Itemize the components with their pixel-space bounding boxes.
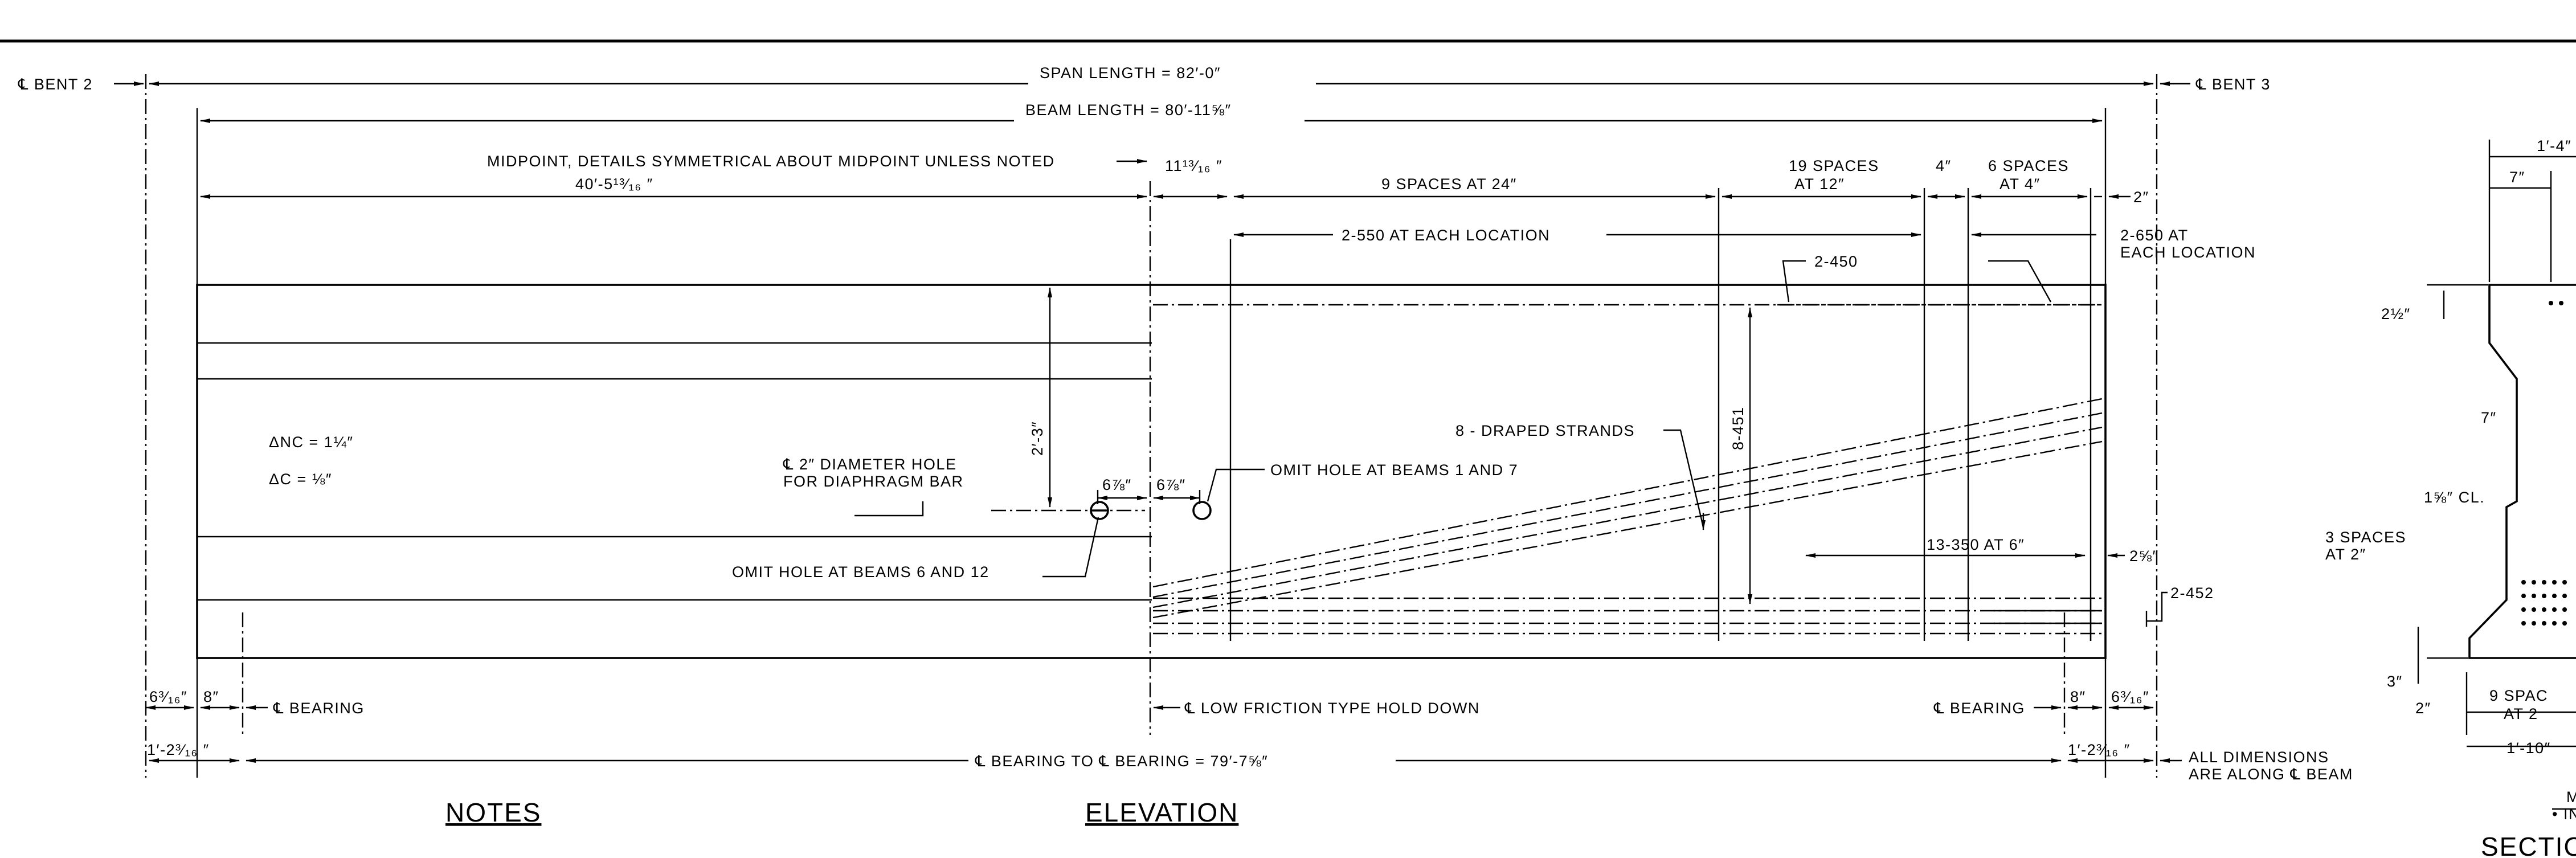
two-three-label: 2′-3″	[1029, 421, 1046, 456]
bent2-label: ℄ BENT 2	[18, 76, 93, 93]
beam-length-label: BEAM LENGTH = 80′-11⅝″	[1025, 101, 1232, 119]
bearing-left: ℄ BEARING	[273, 700, 365, 717]
sec-in: • IN	[2552, 806, 2576, 823]
annotation-text: ℄ BENT 2 ℄ BENT 3 SPAN LENGTH = 82′-0″ B…	[18, 64, 2576, 858]
dim-1-2-3-16-right: 1′-2³⁄₁₆ ″	[2068, 741, 2131, 758]
strand-dot	[2542, 594, 2546, 598]
hold-down-label: ℄ LOW FRICTION TYPE HOLD DOWN	[1184, 700, 1480, 717]
dim-6-7-8-right: 6⅞″	[1156, 476, 1186, 493]
six-spaces-2: AT 4″	[2000, 175, 2041, 193]
strand-dot	[2521, 594, 2526, 598]
dim-6-3-16-left: 6³⁄₁₆″	[149, 688, 187, 705]
bearing-to-bearing: ℄ BEARING TO ℄ BEARING = 79′-7⅝″	[975, 753, 1268, 770]
bars-350-label: 13-350 AT 6″	[1927, 536, 2025, 553]
sec-title: SECTION AT	[2481, 832, 2576, 858]
nineteen-spaces-1: 19 SPACES	[1789, 157, 1879, 174]
two-in-label: 2″	[2133, 189, 2149, 206]
sec-3spaces-1: 3 SPACES	[2325, 529, 2406, 546]
strand-dot	[2532, 580, 2536, 585]
sec-9spac: 9 SPAC	[2489, 687, 2548, 704]
strand-dot	[2532, 607, 2536, 612]
omit-hole-6-12: OMIT HOLE AT BEAMS 6 AND 12	[732, 563, 989, 581]
strand-dot	[2521, 621, 2526, 626]
draped-strands-label: 8 - DRAPED STRANDS	[1455, 422, 1635, 439]
dimension-lines	[114, 81, 2190, 763]
hole-note-2: FOR DIAPHRAGM BAR	[783, 473, 964, 490]
sec-3: 3″	[2387, 673, 2403, 690]
sec-1-5-8: 1⅝″ CL.	[2424, 489, 2485, 506]
dim-11-13-16: 11¹³⁄₁₆ ″	[1165, 157, 1222, 174]
delta-c-label: ΔC = ⅛″	[269, 471, 332, 488]
strand-dot	[2562, 580, 2567, 585]
dim-6-7-8-left: 6⅞″	[1102, 476, 1132, 493]
dim-2-5-8: 2⅝″	[2129, 548, 2159, 565]
bearing-right: ℄ BEARING	[1933, 700, 2025, 717]
six-spaces-1: 6 SPACES	[1988, 157, 2069, 174]
strand-dot	[2521, 580, 2526, 585]
strand-dot	[2559, 301, 2563, 305]
all-dims-2: ARE ALONG ℄ BEAM	[2189, 766, 2353, 783]
span-length-label: SPAN LENGTH = 82′-0″	[1040, 64, 1221, 81]
strand-dots	[2521, 301, 2567, 626]
sec-1-4: 1′-4″	[2537, 137, 2571, 154]
sec-1-10: 1′-10″	[2507, 739, 2551, 757]
sec-at2: AT 2	[2504, 705, 2538, 722]
nineteen-spaces-2: AT 12″	[1794, 175, 1845, 193]
strand-dot	[2542, 580, 2546, 585]
eight-in-left: 8″	[203, 688, 219, 705]
bars-451-label: 8-451	[1729, 406, 1747, 450]
dim-6-3-16-right: 6³⁄₁₆″	[2111, 688, 2149, 705]
strand-dot	[2552, 621, 2557, 626]
sec-2-1-2: 2½″	[2381, 305, 2411, 322]
delta-nc-label: ΔNC = 1¼″	[269, 434, 353, 451]
bars-550-label: 2-550 AT EACH LOCATION	[1342, 227, 1550, 244]
bars-650-1: 2-650 AT	[2120, 227, 2189, 244]
strand-dot	[2552, 580, 2557, 585]
strand-lines	[1152, 304, 2103, 641]
strand-dot	[2521, 607, 2526, 612]
bars-450-label: 2-450	[1814, 253, 1858, 270]
sec-7b: 7″	[2481, 409, 2497, 426]
sec-7a: 7″	[2509, 169, 2525, 186]
strand-dot	[2542, 607, 2546, 612]
notes-title: NOTES	[445, 798, 541, 827]
half-length-label: 40′-5¹³⁄₁₆ ″	[575, 175, 653, 193]
cross-section	[2417, 140, 2576, 810]
strand-dot	[2552, 607, 2557, 612]
strand-dot	[2532, 594, 2536, 598]
midpoint-note: MIDPOINT, DETAILS SYMMETRICAL ABOUT MIDP…	[487, 153, 1055, 170]
sec-m: M	[2566, 788, 2576, 806]
beam-outline	[196, 284, 2107, 659]
strand-dot	[2562, 594, 2567, 598]
hole-note-1: ℄ 2″ DIAMETER HOLE	[783, 456, 956, 473]
bent3-label: ℄ BENT 3	[2195, 76, 2271, 93]
nine-spaces-label: 9 SPACES AT 24″	[1381, 175, 1517, 193]
omit-hole-1-7: OMIT HOLE AT BEAMS 1 AND 7	[1270, 461, 1518, 479]
strand-dot	[2562, 607, 2567, 612]
strand-dot	[2562, 621, 2567, 626]
strand-dot	[2542, 621, 2546, 626]
sec-2: 2″	[2415, 700, 2431, 717]
strand-dot	[2549, 301, 2553, 305]
dim-1-2-3-16-left: 1′-2³⁄₁₆ ″	[147, 741, 210, 758]
eight-in-right: 8″	[2070, 688, 2086, 705]
elevation-title: ELEVATION	[1085, 798, 1238, 827]
four-in-label: 4″	[1936, 157, 1952, 174]
bars-650-2: EACH LOCATION	[2120, 244, 2256, 261]
reference-lines	[145, 74, 2158, 778]
bars-452-label: 2-452	[2170, 585, 2214, 602]
sec-3spaces-2: AT 2″	[2325, 546, 2366, 563]
all-dims-1: ALL DIMENSIONS	[2189, 749, 2329, 766]
strand-dot	[2532, 621, 2536, 626]
strand-dot	[2552, 594, 2557, 598]
diaphragm-holes	[1090, 501, 1212, 520]
